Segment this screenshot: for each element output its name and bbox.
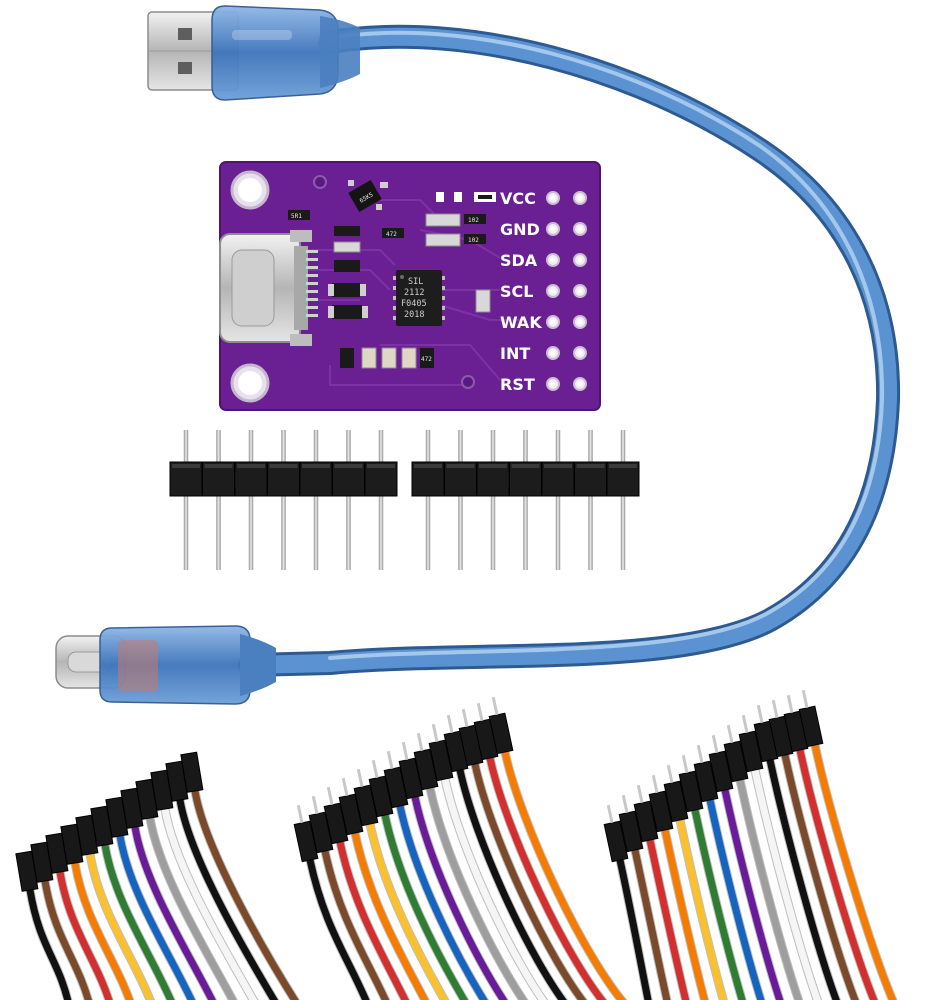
resistor-marking: 5R1 xyxy=(291,213,302,220)
pin-label-rst: RST xyxy=(500,375,535,394)
resistor-marking: 102 xyxy=(468,237,479,244)
main-ic: SIL 2112 F0405 2018 xyxy=(393,270,445,326)
resistor-marking: 472 xyxy=(421,356,432,363)
jumper-wire xyxy=(633,784,691,1000)
pin-label-wak: WAK xyxy=(500,313,542,332)
jumper-wire xyxy=(60,823,135,1000)
jumper-wire xyxy=(120,787,218,1000)
jumper-wire xyxy=(488,696,628,1000)
jumper-wire xyxy=(413,732,529,1000)
jumper-wire xyxy=(293,804,371,1000)
jumper-wire xyxy=(738,714,823,1000)
jumper-wire xyxy=(428,723,549,1000)
voltage-regulator: 65K5 xyxy=(348,179,388,213)
pin-label-int: INT xyxy=(500,344,530,363)
mounting-hole xyxy=(230,170,270,210)
jumper-wire xyxy=(648,774,710,1000)
chip-line: 2112 xyxy=(404,288,424,298)
pin-labels: VCC GND SDA SCL WAK INT RST xyxy=(500,189,542,394)
header-pin xyxy=(476,430,510,570)
header-pin xyxy=(299,430,333,570)
pin-pads xyxy=(546,191,587,391)
jumper-wire xyxy=(618,794,672,1000)
jumper-wire xyxy=(603,804,653,1000)
jumper-wire xyxy=(338,777,430,1000)
breakout-board: 5R1 65K5 472 xyxy=(219,161,601,411)
resistor-marking: 472 xyxy=(386,231,397,238)
jumper-wire xyxy=(308,795,391,1000)
jumper-bundle-right xyxy=(603,689,898,1000)
usb-c-port xyxy=(219,230,318,346)
header-pin xyxy=(411,430,445,570)
jumper-wire xyxy=(723,724,804,1000)
jumper-bundle-left xyxy=(15,751,300,1000)
chip-line: 2018 xyxy=(404,310,424,320)
pin-label-vcc: VCC xyxy=(500,189,536,208)
jumper-wire xyxy=(165,760,280,1000)
header-pin xyxy=(202,430,235,570)
header-pin xyxy=(332,430,365,570)
jumper-wire xyxy=(458,708,588,1000)
header-pin xyxy=(606,430,640,570)
jumper-wire xyxy=(368,759,470,1000)
resistor-marking: 102 xyxy=(468,217,479,224)
usb-cable xyxy=(55,5,901,705)
header-pin xyxy=(541,430,575,570)
jumper-wire xyxy=(678,754,747,1000)
pin-label-sda: SDA xyxy=(500,251,538,270)
smd-components: 5R1 65K5 472 xyxy=(288,179,496,369)
jumper-wire xyxy=(708,734,785,1000)
jumper-wire xyxy=(798,689,898,1000)
jumper-wire xyxy=(383,750,490,1000)
header-pin xyxy=(234,430,268,570)
pin-header-left xyxy=(169,430,398,570)
usb-a-boot xyxy=(211,5,339,101)
jumper-wire xyxy=(15,850,73,1000)
jumper-wire xyxy=(90,805,176,1000)
jumper-wire xyxy=(30,841,93,1000)
jumper-wire xyxy=(693,744,766,1000)
mounting-hole xyxy=(230,363,270,403)
jumper-wire xyxy=(398,741,509,1000)
jumper-wire xyxy=(180,751,300,1000)
jumper-bundle-middle xyxy=(293,696,628,1000)
header-pin xyxy=(364,430,398,570)
jumper-wire xyxy=(150,769,259,1000)
jumper-wire xyxy=(135,778,238,1000)
pin-label-gnd: GND xyxy=(500,220,540,239)
jumper-wire xyxy=(473,702,608,1000)
pin-header-right xyxy=(411,430,640,570)
pin-label-scl: SCL xyxy=(500,282,533,301)
jumper-wire xyxy=(768,699,860,1000)
jumper-wire xyxy=(323,786,411,1000)
chip-line: F0405 xyxy=(401,299,427,309)
header-pin xyxy=(509,430,542,570)
jumper-wire xyxy=(353,768,450,1000)
jumper-wire xyxy=(45,832,114,1000)
chip-line: SIL xyxy=(408,277,423,287)
header-pin xyxy=(574,430,607,570)
jumper-wire xyxy=(105,796,197,1000)
header-pin xyxy=(444,430,477,570)
jumper-wire xyxy=(663,764,728,1000)
header-pin xyxy=(169,430,203,570)
header-pin xyxy=(267,430,300,570)
